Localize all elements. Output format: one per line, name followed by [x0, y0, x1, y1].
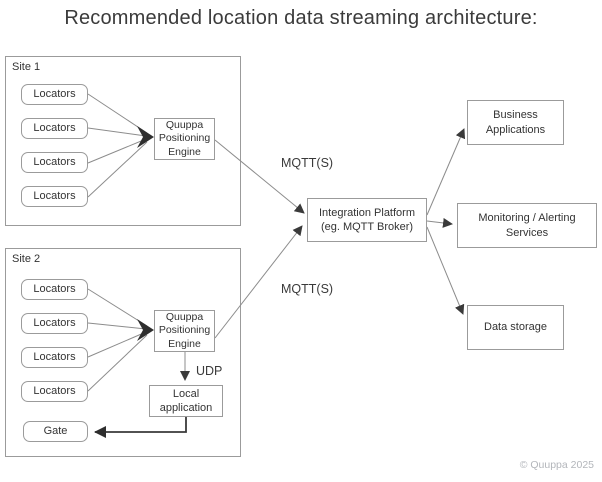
s1-locator-box-4: Locators: [21, 186, 88, 207]
edge-integration-monitoring: [426, 217, 453, 228]
edge-s2-locator1-engine: [87, 288, 148, 327]
edge-s1-locator3-engine: [87, 138, 147, 164]
s1-converge-arrowhead: [137, 126, 154, 148]
copyright-text: © Quuppa 2025: [519, 459, 594, 471]
s2-positioning-engine-box: Quuppa Positioning Engine: [154, 310, 215, 352]
local-application-box: Local application: [149, 385, 223, 417]
business-applications-box: Business Applications: [467, 100, 564, 145]
site2-label: Site 2: [12, 253, 41, 265]
monitoring-alerting-box: Monitoring / Alerting Services: [457, 203, 597, 248]
integration-platform-box: Integration Platform (eg. MQTT Broker): [307, 198, 427, 242]
edge-integration-storage: [426, 226, 465, 315]
edge-s2-locator2-engine: [87, 322, 147, 330]
s2-locator-box-3: Locators: [21, 347, 88, 368]
page-title: Recommended location data streaming arch…: [64, 7, 538, 29]
edge-integration-business: [426, 128, 466, 216]
s2-locator-box-4: Locators: [21, 381, 88, 402]
edge-s1-locator1-engine: [87, 93, 148, 134]
edge-s2-engine-integration: [214, 225, 303, 339]
edge-s2-locator3-engine: [87, 331, 147, 358]
s1-locator-box-3: Locators: [21, 152, 88, 173]
edge-s1-engine-integration: [214, 139, 305, 214]
data-storage-box: Data storage: [467, 305, 564, 350]
mqtt-label-top: MQTT(S): [281, 156, 334, 170]
edge-s1-locator4-engine: [87, 141, 148, 198]
s1-locator-box-1: Locators: [21, 84, 88, 105]
s2-converge-arrowhead: [137, 319, 154, 341]
site1-label: Site 1: [12, 61, 41, 73]
s2-locator-box-2: Locators: [21, 313, 88, 334]
edge-s2-locator4-engine: [87, 334, 148, 392]
s1-positioning-engine-box: Quuppa Positioning Engine: [154, 118, 215, 160]
mqtt-label-bottom: MQTT(S): [281, 282, 334, 296]
udp-label: UDP: [196, 364, 223, 378]
s2-locator-box-1: Locators: [21, 279, 88, 300]
edge-s1-locator2-engine: [87, 127, 147, 137]
edge-localapp-gate: [94, 417, 187, 438]
s1-locator-box-2: Locators: [21, 118, 88, 139]
gate-box: Gate: [23, 421, 88, 442]
